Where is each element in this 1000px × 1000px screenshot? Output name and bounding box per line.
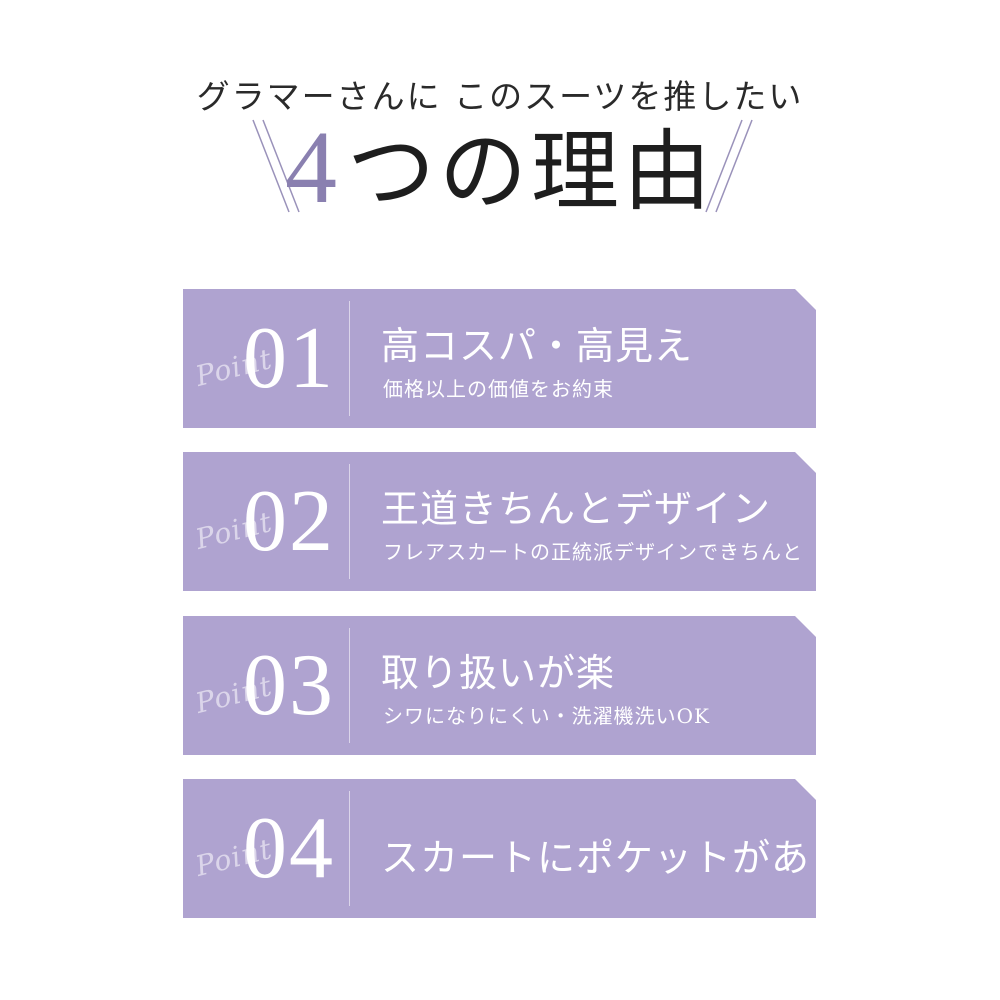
point-title: スカートにポケットがあり便利: [381, 836, 928, 880]
card-divider: [349, 791, 350, 906]
point-title: 取り扱いが楽: [381, 651, 616, 695]
card-divider: [349, 628, 350, 743]
main-title: 4つの理由: [0, 116, 1000, 223]
point-description: シワになりにくい・洗濯機洗いOK: [383, 704, 710, 728]
left-slash-decoration: [252, 119, 300, 213]
card-divider: [349, 301, 350, 416]
header-subtitle: グラマーさんに このスーツを推したい: [196, 77, 804, 116]
point-number: 02: [243, 473, 335, 570]
point-card-3: Point 03 取り扱いが楽 シワになりにくい・洗濯機洗いOK: [183, 616, 816, 755]
card-divider: [349, 464, 350, 579]
point-card-1: Point 01 高コスパ・高見え 価格以上の価値をお約束: [183, 289, 816, 428]
point-number: 01: [243, 310, 335, 407]
point-card-4: Point 04 スカートにポケットがあり便利: [183, 779, 816, 918]
point-title: 高コスパ・高見え: [381, 324, 694, 368]
point-description: 価格以上の価値をお約束: [383, 377, 614, 401]
point-description: フレアスカートの正統派デザインできちんと: [383, 540, 803, 564]
header: グラマーさんに このスーツを推したい 4つの理由: [0, 0, 1000, 240]
point-number: 04: [243, 800, 335, 897]
main-title-number: 4: [284, 110, 341, 225]
point-title: 王道きちんとデザイン: [381, 487, 772, 531]
point-card-2: Point 02 王道きちんとデザイン フレアスカートの正統派デザインできちんと: [183, 452, 816, 591]
main-title-text: つの理由: [346, 120, 715, 223]
point-number: 03: [243, 637, 335, 734]
right-slash-decoration: [705, 119, 753, 213]
